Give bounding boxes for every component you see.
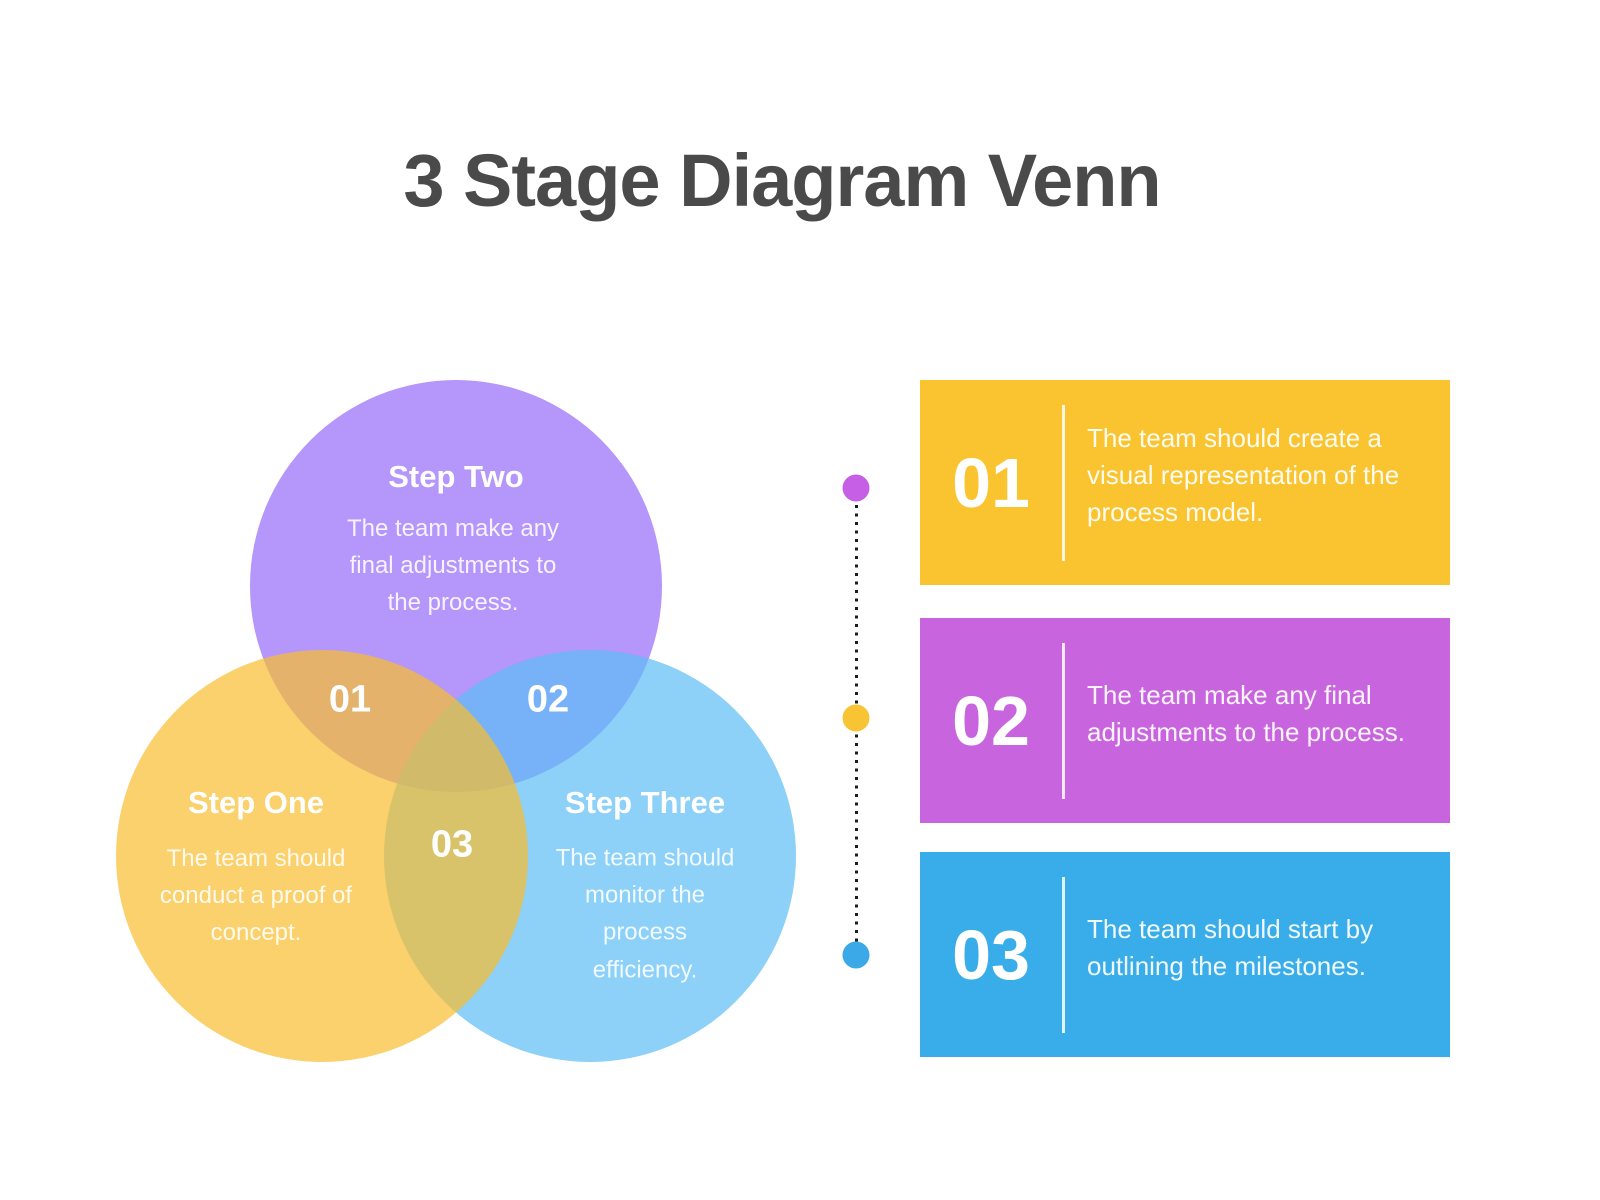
stage-card-01-number: 01 [952, 443, 1030, 522]
stage-card-02-divider [1062, 642, 1065, 799]
stage-card-02: 02 The team make any final adjustments t… [920, 618, 1450, 823]
venn-intersection-label-02: 02 [526, 678, 570, 721]
step-three-description: The team should monitor the process effi… [555, 844, 735, 984]
venn-intersection-label-01: 01 [328, 678, 372, 721]
timeline-dot-purple-icon [842, 474, 870, 502]
timeline-dot-blue-icon [842, 941, 870, 969]
stage-card-03-number: 03 [952, 915, 1030, 994]
venn-intersection-label-03: 03 [430, 823, 474, 866]
stage-card-02-text: The team make any final adjustments to t… [1087, 679, 1405, 747]
stage-card-03: 03 The team should start by outlining th… [920, 852, 1450, 1057]
step-one-description: The team should conduct a proof of conce… [159, 845, 353, 947]
timeline-dot-yellow-icon [842, 704, 870, 732]
stage-card-03-text: The team should start by outlining the m… [1087, 913, 1374, 981]
step-three-title: Step Three [564, 785, 726, 820]
stage-card-03-divider [1062, 876, 1065, 1033]
stage-card-01-divider [1062, 404, 1065, 561]
step-two-title: Step Two [388, 459, 524, 494]
venn-circle-step-one [116, 650, 528, 1062]
stage-card-01: 01 The team should create a visual repre… [920, 380, 1450, 585]
stage-card-01-text: The team should create a visual represen… [1087, 423, 1400, 527]
page-title: 3 Stage Diagram Venn [403, 139, 1161, 222]
step-two-description: The team make any final adjustments to t… [346, 515, 560, 617]
step-one-title: Step One [187, 785, 325, 820]
stage-card-02-number: 02 [952, 681, 1030, 760]
